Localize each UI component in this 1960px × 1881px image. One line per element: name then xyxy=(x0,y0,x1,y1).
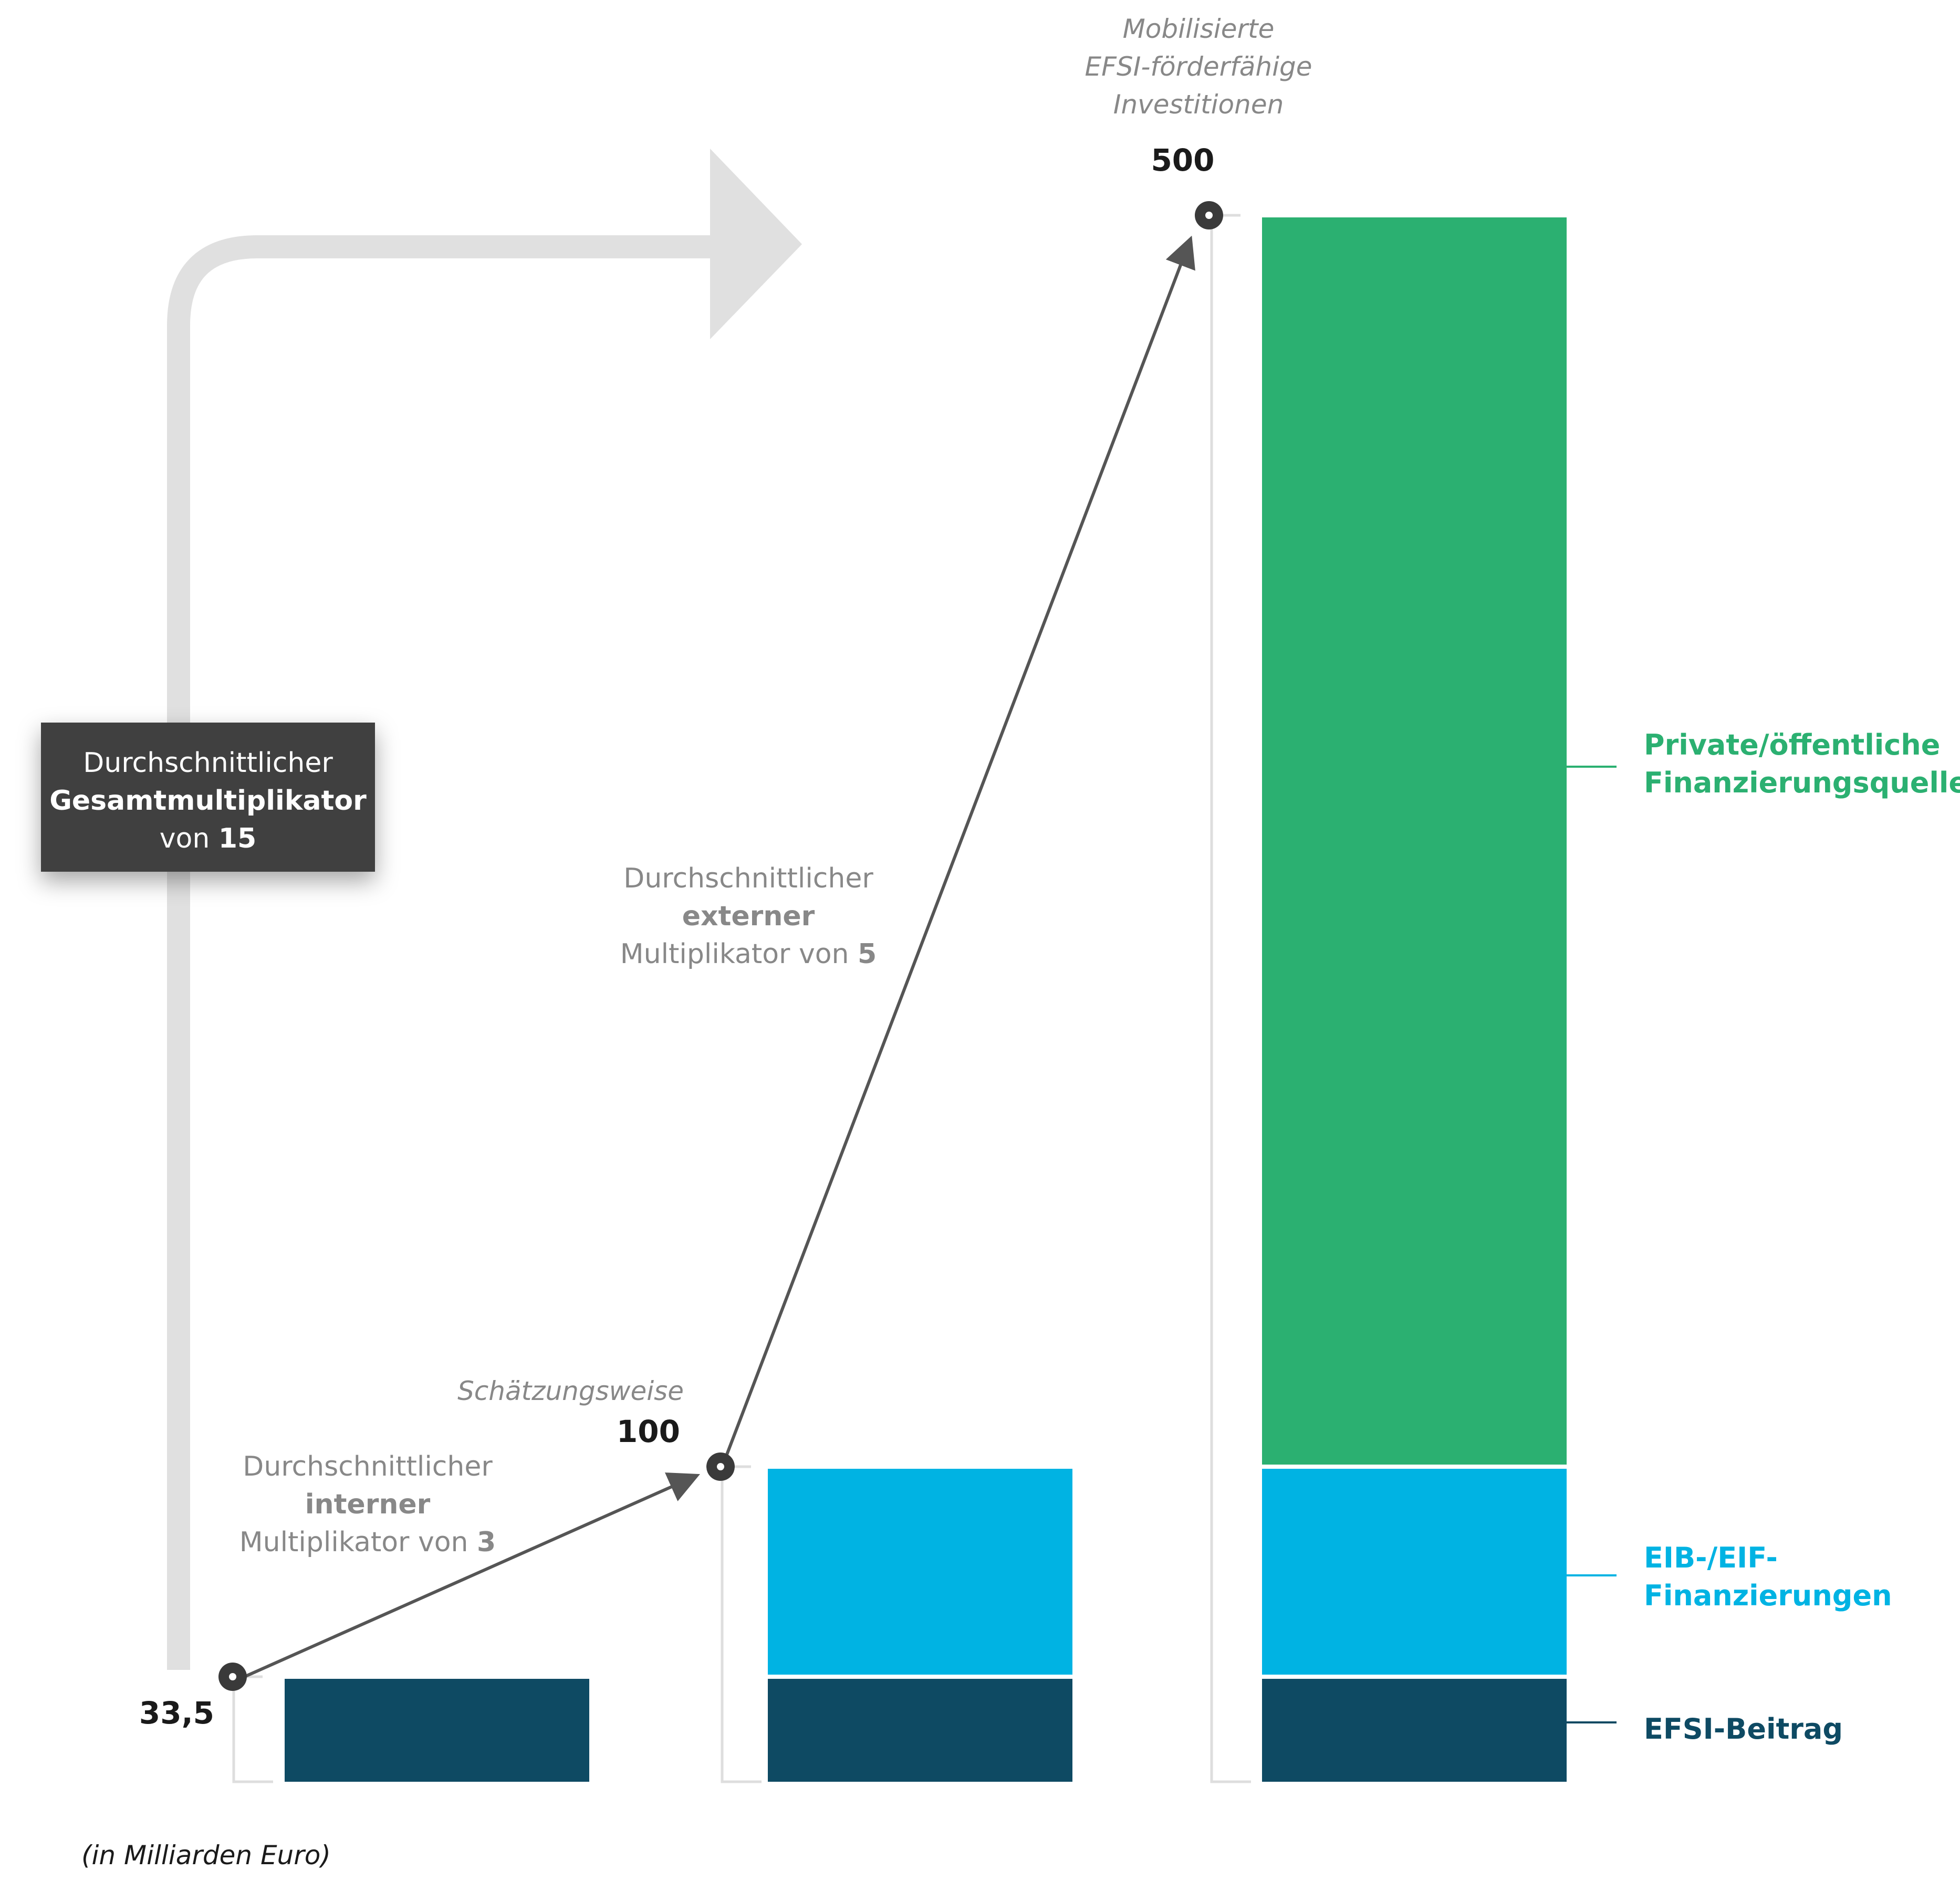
total-multiplier-arrow-shaft xyxy=(167,235,735,1670)
caption-mobilised-3: Investitionen xyxy=(1113,89,1284,120)
annotation-external-line3: Multiplikator von 5 xyxy=(620,938,877,970)
value-marker-1-inner xyxy=(229,1673,236,1680)
value-marker-3 xyxy=(1195,201,1223,229)
legend-eib-line2: Finanzierungen xyxy=(1644,1579,1892,1612)
annotation-total-value: 15 xyxy=(218,823,256,854)
legend: Private/öffentliche Finanzierungsquellen… xyxy=(1644,728,1960,1746)
legend-private-line1: Private/öffentliche xyxy=(1644,728,1940,761)
value-label-500: 500 xyxy=(1151,142,1214,178)
bar-1-segment-1 xyxy=(285,1679,589,1782)
annotation-total-box: Durchschnittlicher Gesamtmultiplikator v… xyxy=(41,723,375,872)
value-markers xyxy=(218,201,1223,1691)
value-marker-2 xyxy=(706,1452,735,1481)
legend-leader-lines xyxy=(1567,766,1617,1723)
annotation-internal-line3: Multiplikator von 3 xyxy=(239,1527,496,1558)
total-multiplier-arrow-head xyxy=(710,149,802,339)
annotation-total-background xyxy=(41,723,375,872)
annotation-total-line2: Gesamtmultiplikator xyxy=(49,785,367,817)
bar-3-bracket xyxy=(1210,214,1251,1783)
value-label-33-5: 33,5 xyxy=(139,1695,214,1731)
annotation-total-line1: Durchschnittlicher xyxy=(83,747,333,779)
bar-3-segment-2 xyxy=(1262,1469,1567,1675)
annotation-external-line1: Durchschnittlicher xyxy=(623,863,873,894)
annotation-internal-line2: interner xyxy=(305,1489,431,1520)
value-marker-1 xyxy=(218,1663,247,1691)
value-marker-3-inner xyxy=(1205,212,1213,219)
value-marker-2-inner xyxy=(717,1463,724,1470)
bar-3-segment-1 xyxy=(1262,1679,1567,1782)
legend-eib-line1: EIB-/EIF- xyxy=(1644,1541,1778,1574)
caption-mobilised-1: Mobilisierte xyxy=(1123,14,1275,44)
bar-3-segment-3 xyxy=(1262,217,1567,1465)
external-multiplier-arrow xyxy=(724,235,1195,1458)
annotation-total-line3-prefix: von xyxy=(160,823,218,854)
annotation-external-line2: externer xyxy=(682,901,815,932)
annotation-external: Durchschnittlicher externer Multiplikato… xyxy=(620,863,877,970)
legend-efsi-line1: EFSI-Beitrag xyxy=(1644,1712,1843,1746)
annotation-internal-line1: Durchschnittlicher xyxy=(243,1451,493,1482)
bar-2-bracket xyxy=(721,1465,762,1783)
unit-note: (in Milliarden Euro) xyxy=(81,1840,331,1870)
bar-2-segment-1 xyxy=(768,1679,1072,1782)
value-label-100: 100 xyxy=(617,1414,680,1449)
annotation-external-value: 5 xyxy=(858,938,877,970)
annotation-internal: Durchschnittlicher interner Multiplikato… xyxy=(239,1451,496,1558)
caption-estimate: Schätzungsweise xyxy=(457,1376,684,1406)
annotation-external-line3-prefix: Multiplikator von xyxy=(620,938,858,970)
bar-1-bracket xyxy=(232,1675,273,1783)
legend-private-line2: Finanzierungsquellen xyxy=(1644,766,1960,799)
internal-multiplier-arrow xyxy=(232,1472,700,1684)
bars xyxy=(285,217,1567,1782)
annotation-internal-value: 3 xyxy=(477,1527,496,1558)
bar-2-segment-2 xyxy=(768,1469,1072,1675)
caption-mobilised-2: EFSI-förderfähige xyxy=(1085,51,1312,82)
annotation-total-line3: von 15 xyxy=(160,823,256,854)
annotation-internal-line3-prefix: Multiplikator von xyxy=(239,1527,477,1558)
